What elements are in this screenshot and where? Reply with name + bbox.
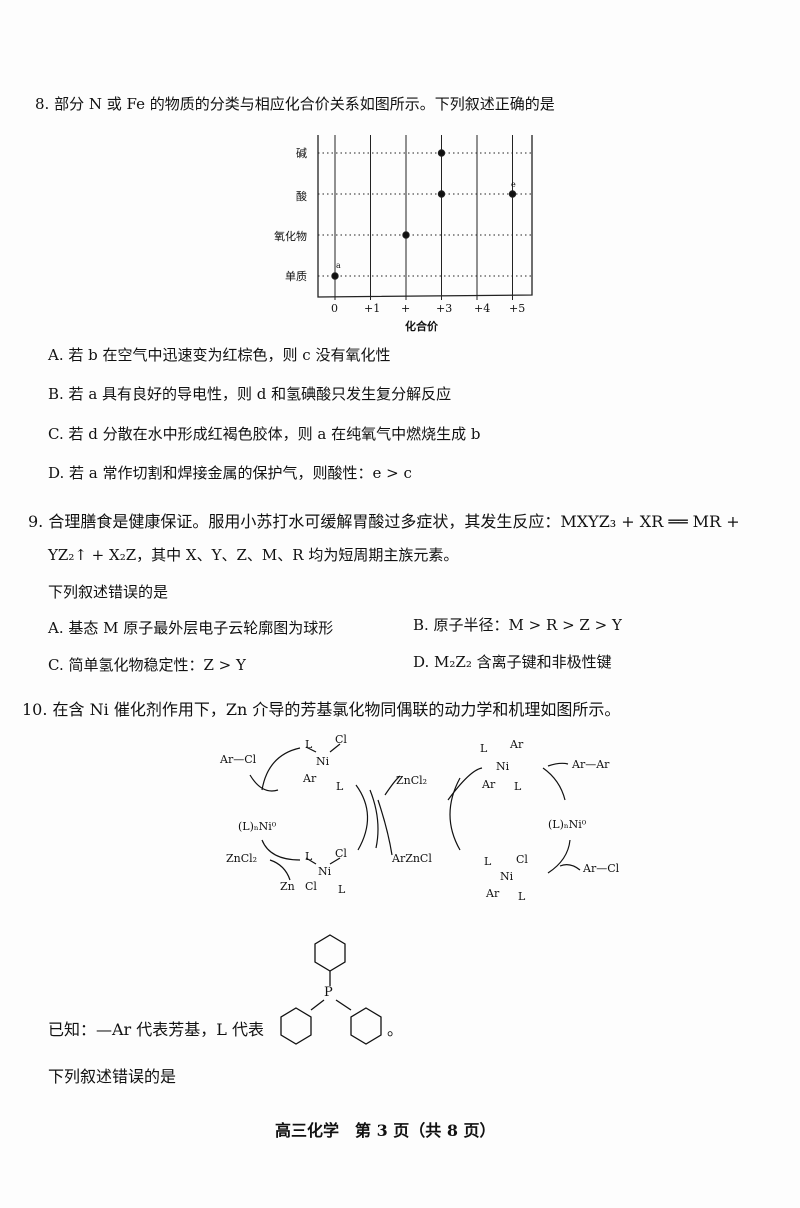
q9-option-a: A. 基态 M 原子最外层电子云轮廓图为球形	[48, 619, 334, 637]
ligand: L	[336, 780, 344, 793]
x-tick: +5	[509, 302, 526, 315]
arzncl-center: ArZnCl	[392, 852, 432, 865]
ligand: L	[480, 742, 488, 755]
y-label-element: 单质	[285, 270, 307, 283]
q8-option-b: B. 若 a 具有良好的导电性，则 d 和氢碘酸只发生复分解反应	[48, 385, 452, 403]
x-tick: +4	[474, 302, 491, 315]
x-tick: 0	[331, 302, 338, 315]
ni: Ni	[316, 755, 330, 768]
cl: Cl	[516, 853, 528, 866]
data-point	[437, 149, 446, 157]
ni0-right: (L)ₙNi⁰	[548, 818, 587, 831]
q10-known-end: 。	[387, 1020, 404, 1039]
q8-stem: 8. 部分 N 或 Fe 的物质的分类与相应化合价关系如图所示。下列叙述正确的是	[35, 95, 555, 113]
ar-ar: Ar—Ar	[572, 758, 610, 771]
q9-line1: 9. 合理膳食是健康保证。服用小苏打水可缓解胃酸过多症状，其发生反应：MXYZ₃…	[28, 512, 740, 531]
ni: Ni	[500, 870, 514, 883]
ligand: L	[338, 883, 346, 896]
q10-known: 已知：—Ar 代表芳基，L 代表	[48, 1020, 265, 1039]
ligand: L	[514, 780, 522, 793]
q9-option-c: C. 简单氢化物稳定性：Z > Y	[48, 656, 246, 674]
ar: Ar	[486, 887, 500, 900]
data-point	[437, 190, 446, 198]
cl: Cl	[335, 733, 347, 746]
y-label-oxide: 氧化物	[274, 230, 307, 243]
q8-option-a: A. 若 b 在空气中迅速变为红棕色，则 c 没有氧化性	[48, 346, 391, 364]
q9-option-d: D. M₂Z₂ 含离子键和非极性键	[413, 653, 612, 671]
x-tick: +1	[364, 302, 381, 315]
point-label-a: a	[336, 261, 341, 270]
data-point	[508, 190, 517, 198]
q9-line2: YZ₂↑ + X₂Z，其中 X、Y、Z、M、R 均为短周期主族元素。	[48, 546, 459, 564]
ar-cl-right: Ar—Cl	[583, 862, 620, 875]
ligand: L	[305, 850, 313, 863]
page-footer: 高三化学 第 3 页（共 8 页）	[275, 1121, 496, 1140]
data-point	[331, 272, 339, 280]
zncl2-left: ZnCl₂	[226, 852, 258, 865]
ligand: L	[518, 890, 526, 903]
ligand: L	[484, 855, 492, 868]
ar: Ar	[510, 738, 524, 751]
cl: Cl	[335, 847, 347, 860]
y-label-acid: 酸	[296, 190, 307, 203]
ar: Ar	[482, 778, 496, 791]
data-point	[402, 231, 410, 239]
zncl2-center: ZnCl₂	[396, 774, 428, 787]
ar-cl-left: Ar—Cl	[220, 753, 257, 766]
ni: Ni	[496, 760, 510, 773]
ligand: L	[305, 738, 313, 751]
ni: Ni	[318, 865, 332, 878]
cl: Cl	[305, 880, 317, 893]
chart-frame	[317, 135, 533, 298]
q8-option-d: D. 若 a 常作切割和焊接金属的保护气，则酸性：e > c	[48, 464, 412, 482]
x-axis-label: 化合价	[405, 320, 438, 333]
zn: Zn	[280, 880, 295, 893]
q9-prompt: 下列叙述错误的是	[48, 583, 169, 601]
x-tick: +3	[436, 302, 453, 315]
point-label-e: e	[511, 180, 516, 189]
q10-stem: 10. 在含 Ni 催化剂作用下，Zn 介导的芳基氯化物同偶联的动力学和机理如图…	[22, 700, 621, 719]
q9-option-b: B. 原子半径：M > R > Z > Y	[413, 616, 622, 634]
ni0-left: (L)ₙNi⁰	[238, 820, 277, 833]
x-tick: +	[401, 302, 411, 315]
ar: Ar	[303, 772, 317, 785]
y-label-base: 碱	[296, 147, 307, 160]
phosphorus-atom: P	[324, 985, 333, 1000]
q10-prompt: 下列叙述错误的是	[48, 1067, 177, 1086]
q8-option-c: C. 若 d 分散在水中形成红褐色胶体，则 a 在纯氧气中燃烧生成 b	[48, 425, 481, 443]
